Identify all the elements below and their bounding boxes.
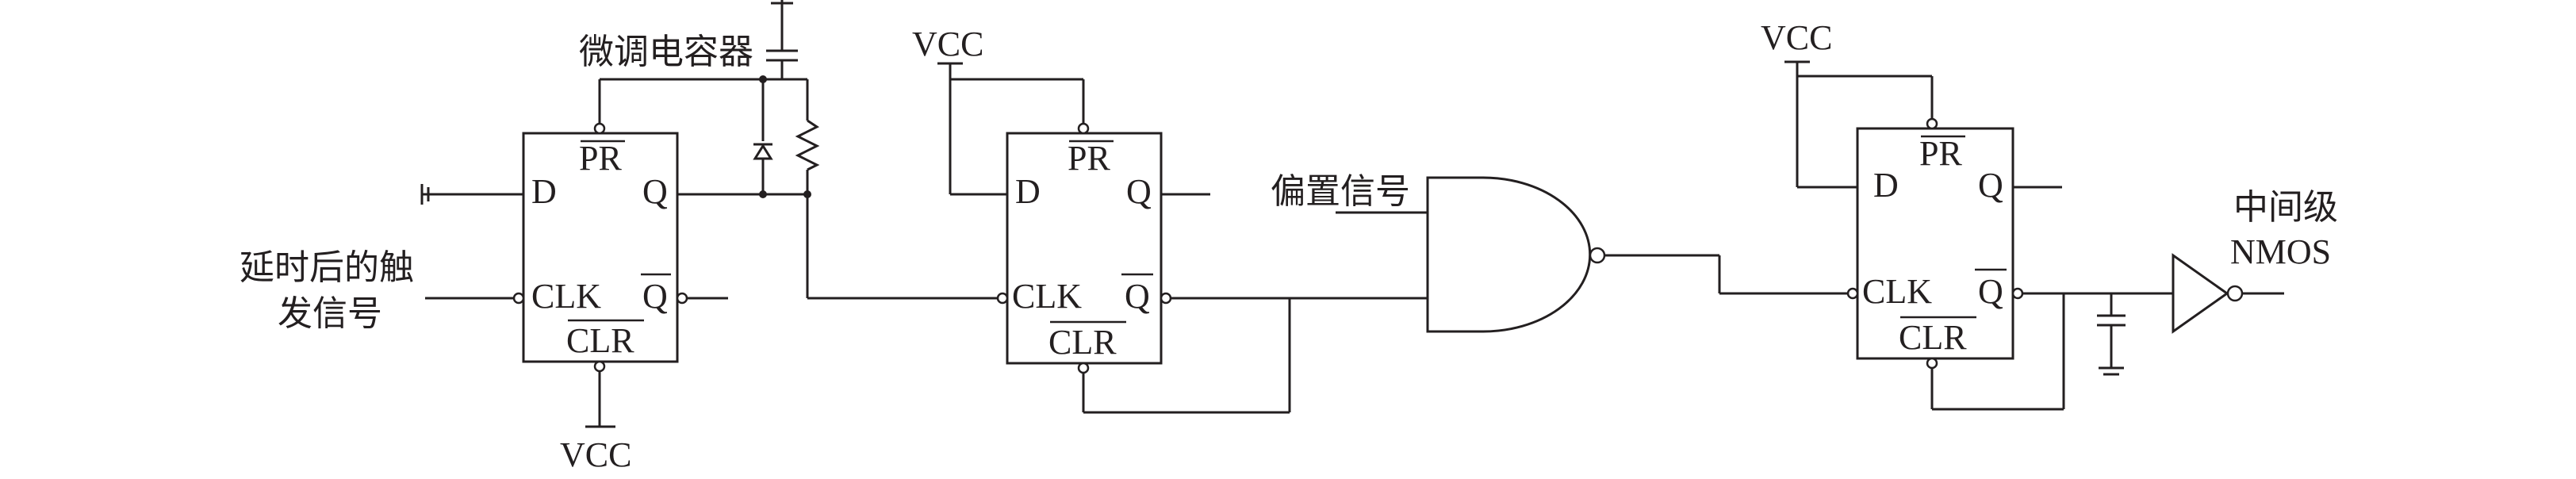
vcc-label-ff3: VCC	[1761, 18, 1832, 57]
ff2-pin-clk: CLK	[1012, 277, 1082, 316]
ff3-pin-qbar: Q	[1978, 272, 2003, 311]
ff1-pin-clr: CLR	[566, 321, 634, 360]
ff2-pin-d: D	[1015, 172, 1041, 211]
ff3-pin-clr: CLR	[1899, 318, 1967, 357]
mid-stage-label-line2: NMOS	[2230, 232, 2331, 271]
ff3-pin-pr: PR	[1919, 134, 1962, 173]
ff1-pin-pr: PR	[579, 139, 622, 178]
ff1-pin-clk: CLK	[531, 277, 601, 316]
trim-capacitor-label: 微调电容器	[579, 33, 753, 71]
ff3-pin-clk: CLK	[1862, 272, 1932, 311]
vcc-label-ff2: VCC	[912, 25, 983, 63]
ff1-pin-q: Q	[642, 172, 668, 211]
vcc-label-ff1: VCC	[560, 435, 631, 474]
wiring-left	[420, 0, 998, 428]
ff2-pin-qbar: Q	[1125, 277, 1150, 316]
flipflop-1: D Q PR CLK Q CLR	[512, 122, 688, 373]
ff1-pin-qbar: Q	[642, 277, 668, 316]
ff3-pin-q: Q	[1978, 166, 2003, 205]
flipflop-2: D Q PR CLK Q CLR	[996, 122, 1172, 374]
flipflop-3: D Q PR CLK Q CLR	[1846, 117, 2024, 370]
delayed-trigger-label-line1: 延时后的触	[240, 248, 414, 287]
mid-stage-label-line1: 中间级	[2233, 188, 2338, 227]
inverter-buffer	[2172, 253, 2229, 334]
ff2-pin-clr: CLR	[1048, 323, 1117, 362]
bias-signal-label: 偏置信号	[1271, 172, 1410, 211]
ff1-pin-d: D	[531, 172, 557, 211]
delayed-trigger-label-line2: 发信号	[278, 294, 382, 333]
nand-gate	[1426, 176, 1592, 333]
ff2-pin-pr: PR	[1068, 139, 1110, 178]
ff3-pin-d: D	[1873, 166, 1899, 205]
ff2-pin-q: Q	[1126, 172, 1152, 211]
wiring-middle	[937, 62, 1848, 414]
wiring-right	[1784, 60, 2284, 411]
